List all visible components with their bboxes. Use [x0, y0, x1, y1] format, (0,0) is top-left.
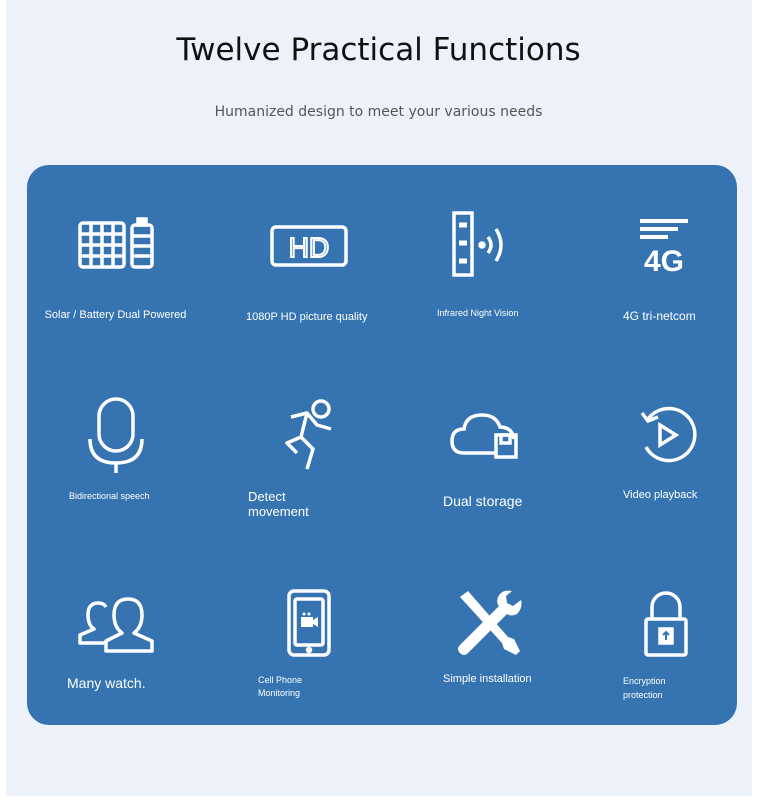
feature-installation: Simple installation — [397, 573, 574, 759]
hd-icon: HD — [269, 205, 349, 285]
feature-many-watch: Many watch. — [27, 573, 204, 759]
svg-text:4G: 4G — [643, 245, 683, 278]
feature-label: Encryption protection — [623, 674, 666, 702]
page-title: Twelve Practical Functions — [176, 32, 581, 68]
solar-battery-icon — [76, 205, 156, 285]
feature-solar-battery: Solar / Battery Dual Powered — [27, 195, 204, 381]
playback-icon — [626, 395, 706, 475]
users-icon — [76, 583, 156, 663]
phone-camera-icon — [269, 583, 349, 663]
microphone-icon — [76, 395, 156, 475]
feature-label: 4G tri-netcom — [623, 309, 696, 323]
feature-label-line: movement — [248, 504, 309, 519]
cloud-storage-icon — [446, 395, 526, 475]
feature-label-line: protection — [623, 690, 663, 700]
tools-icon — [446, 583, 526, 663]
feature-label: Bidirectional speech — [69, 491, 150, 501]
lock-icon — [626, 583, 706, 663]
feature-encryption: Encryption protection — [577, 573, 754, 759]
feature-label: Many watch. — [67, 675, 146, 691]
infrared-icon — [438, 205, 518, 285]
feature-infrared: Infrared Night Vision — [389, 195, 566, 381]
feature-label: Video playback — [623, 489, 698, 501]
svg-text:HD: HD — [288, 232, 328, 263]
feature-label: Solar / Battery Dual Powered — [44, 309, 187, 321]
running-person-icon — [269, 395, 349, 475]
feature-label: Simple installation — [443, 673, 532, 685]
feature-label: 1080P HD picture quality — [246, 311, 368, 323]
feature-speech: Bidirectional speech — [27, 385, 204, 571]
feature-label-line: Monitoring — [258, 688, 301, 698]
feature-label-line: Encryption — [623, 676, 666, 686]
feature-storage: Dual storage — [397, 385, 574, 571]
features-panel: Solar / Battery Dual Powered HD 1080P HD… — [27, 165, 737, 725]
4g-icon: 4G — [624, 205, 704, 285]
page-subtitle: Humanized design to meet your various ne… — [214, 104, 543, 120]
feature-label-line: Cell Phone — [258, 675, 303, 685]
feature-label-line: Detect — [248, 489, 286, 504]
feature-hd: HD 1080P HD picture quality — [220, 195, 397, 381]
feature-label: Dual storage — [443, 493, 523, 509]
feature-playback: Video playback — [577, 385, 754, 571]
feature-label: Infrared Night Vision — [437, 308, 519, 318]
feature-4g: 4G 4G tri-netcom — [575, 195, 752, 381]
